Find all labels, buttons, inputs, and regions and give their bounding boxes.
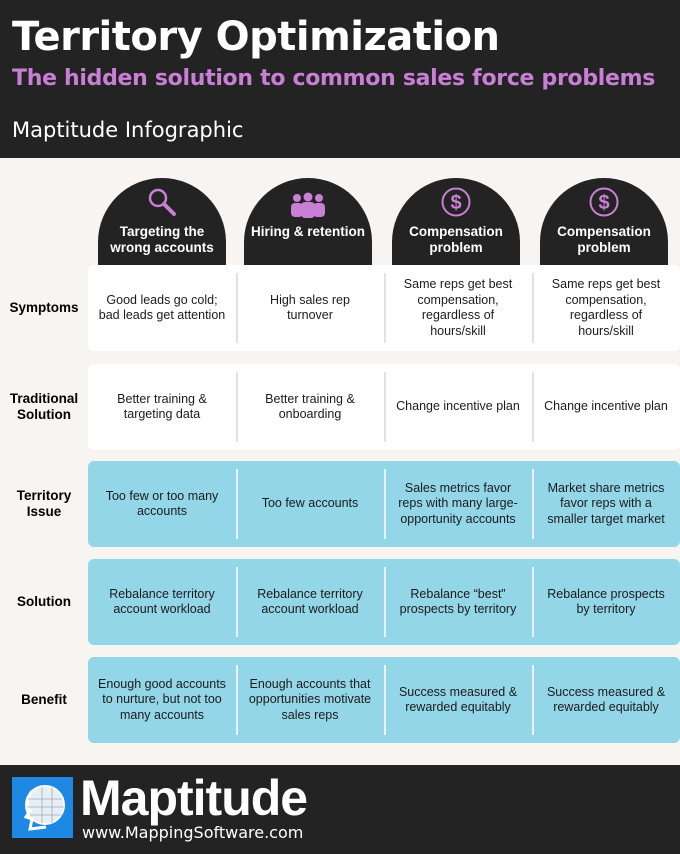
column-header-targeting: Targeting the wrong accounts <box>98 178 226 268</box>
table-cell: Change incentive plan <box>384 364 532 450</box>
row-solution: Rebalance territory account workload Reb… <box>88 559 680 645</box>
footer: Maptitude www.MappingSoftware.com <box>0 765 680 854</box>
column-header-compensation-2: $ Compensation problem <box>540 178 668 268</box>
row-benefit: Enough good accounts to nurture, but not… <box>88 657 680 743</box>
table-cell: Better training & targeting data <box>117 391 207 422</box>
row-symptoms: Good leads go cold; bad leads get attent… <box>88 265 680 351</box>
website-link[interactable]: www.MappingSoftware.com <box>82 823 304 842</box>
header: Territory Optimization The hidden soluti… <box>0 0 680 158</box>
column-label: Compensation problem <box>557 224 651 255</box>
column-label: Compensation problem <box>409 224 503 255</box>
table-cell: Too few accounts <box>236 461 384 547</box>
row-label-benefit: Benefit <box>21 692 67 707</box>
row-label-symptoms: Symptoms <box>9 300 79 315</box>
column-header-compensation: $ Compensation problem <box>392 178 520 268</box>
maptitude-logo-icon <box>12 777 73 838</box>
dollar-icon: $ <box>392 178 520 222</box>
page-subtitle: The hidden solution to common sales forc… <box>12 66 656 91</box>
table-cell: Better training & onboarding <box>236 364 384 450</box>
row-traditional-solution: Better training & targeting data Better … <box>88 364 680 450</box>
table-cell: Rebalance prospects by territory <box>532 559 680 645</box>
table-cell: Rebalance territory account workload <box>236 559 384 645</box>
table-cell: Good leads go cold; bad leads get attent… <box>98 292 226 323</box>
table-cell: Same reps get best compensation, regardl… <box>384 265 532 351</box>
table-cell: Success measured & rewarded equitably <box>384 657 532 743</box>
row-label-territory-issue: Territory Issue <box>16 488 72 519</box>
dollar-icon: $ <box>540 178 668 222</box>
table-cell: Market share metrics favor reps with a s… <box>532 461 680 547</box>
table-cell: Enough good accounts to nurture, but not… <box>98 676 226 722</box>
page-title: Territory Optimization <box>12 14 500 60</box>
table-cell: Change incentive plan <box>532 364 680 450</box>
table-cell: Sales metrics favor reps with many large… <box>384 461 532 547</box>
column-label: Hiring & retention <box>251 224 365 239</box>
table-cell: Same reps get best compensation, regardl… <box>532 265 680 351</box>
table-cell: High sales rep turnover <box>236 265 384 351</box>
column-label: Targeting the wrong accounts <box>110 224 214 255</box>
people-icon <box>244 178 372 222</box>
table-cell: Too few or too many accounts <box>105 488 219 519</box>
magnifier-icon <box>98 178 226 222</box>
brand-name: Maptitude <box>80 770 308 826</box>
svg-text:$: $ <box>598 192 609 214</box>
column-header-hiring: Hiring & retention <box>244 178 372 268</box>
row-label-traditional-solution: Traditional Solution <box>9 391 79 422</box>
row-territory-issue: Too few or too many accounts Too few acc… <box>88 461 680 547</box>
table-cell: Enough accounts that opportunities motiv… <box>236 657 384 743</box>
table-cell: Success measured & rewarded equitably <box>532 657 680 743</box>
table-cell: Rebalance “best” prospects by territory <box>384 559 532 645</box>
row-label-solution: Solution <box>17 594 71 609</box>
tagline: Maptitude Infographic <box>12 118 244 142</box>
svg-text:$: $ <box>450 192 461 214</box>
table-cell: Rebalance territory account workload <box>109 586 215 617</box>
